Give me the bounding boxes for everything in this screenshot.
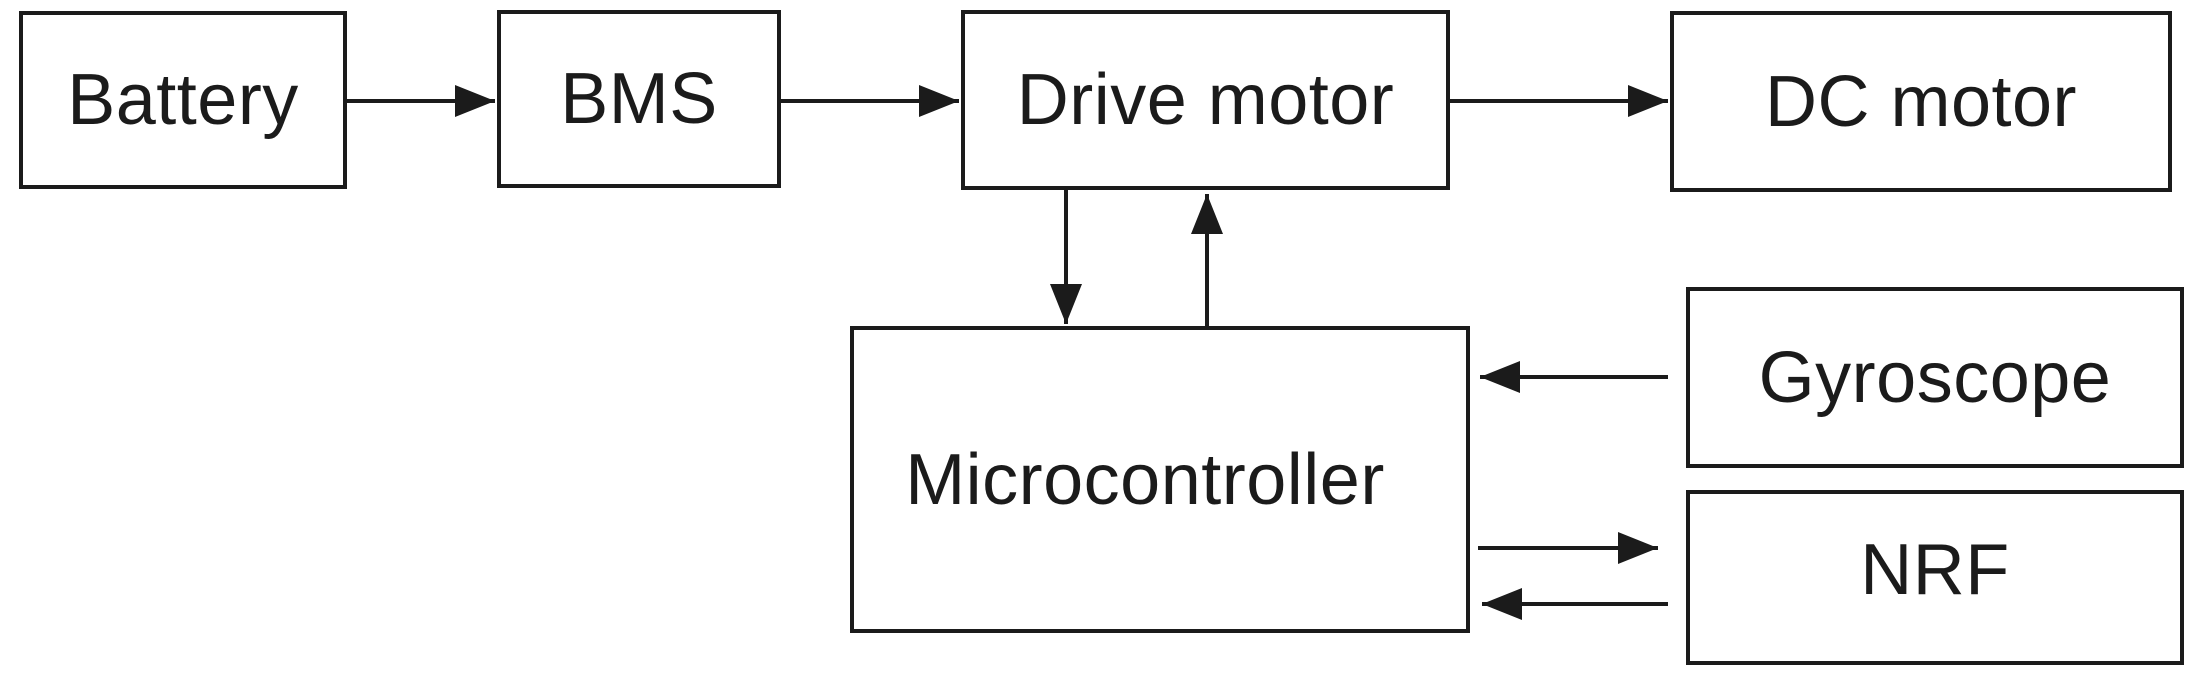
drive-motor-label: Drive motor [1016, 60, 1395, 140]
gyroscope-label: Gyroscope [1758, 337, 2112, 418]
bms-box [497, 10, 781, 188]
drive-motor-box [961, 10, 1450, 190]
nrf-label: NRF [1860, 529, 2010, 610]
dc-motor-label: DC motor [1764, 61, 2078, 142]
gyroscope-box [1686, 287, 2184, 468]
dc-motor-box [1670, 11, 2172, 192]
nrf-box [1686, 490, 2184, 665]
battery-box [19, 11, 347, 189]
microcontroller-box [850, 326, 1470, 633]
bms-label: BMS [560, 59, 718, 139]
microcontroller-label: Microcontroller [905, 439, 1385, 520]
battery-label: Battery [67, 60, 299, 140]
